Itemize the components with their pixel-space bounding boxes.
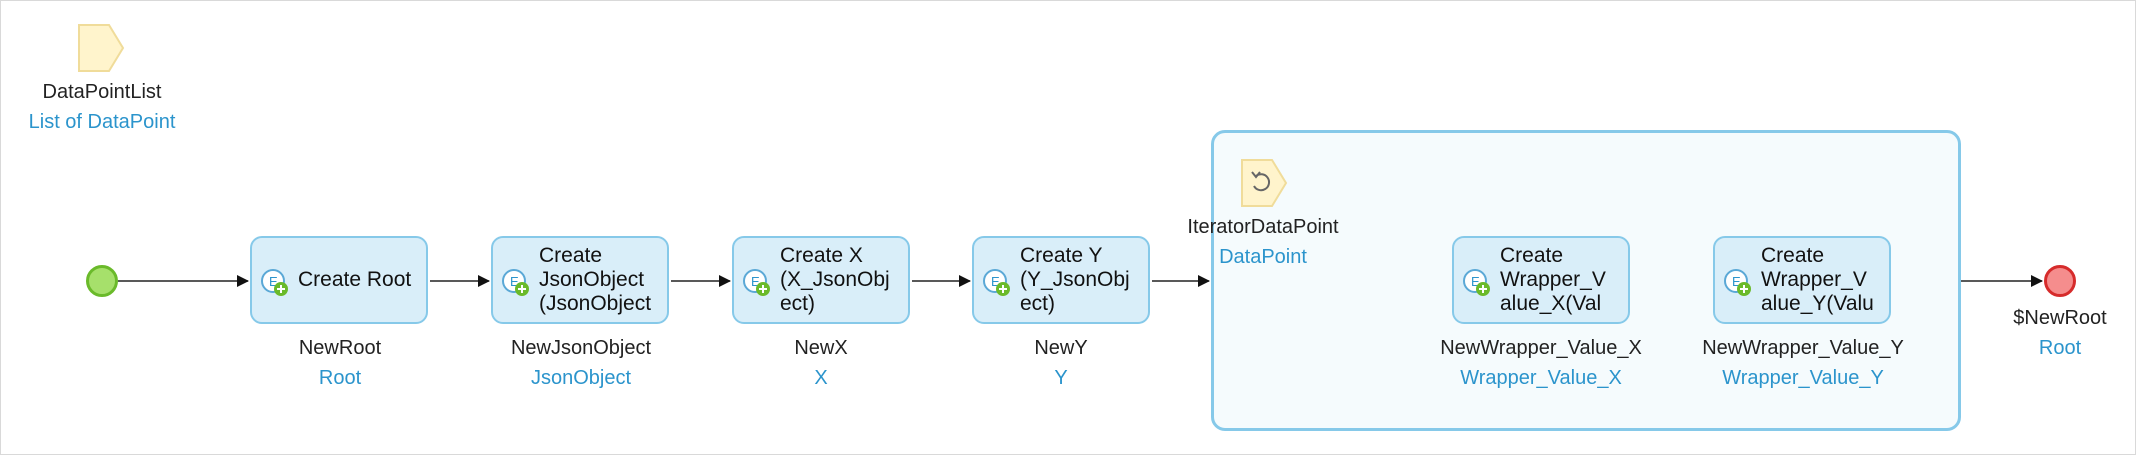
- create-object-icon: E: [1463, 269, 1490, 296]
- variable-type: X: [814, 367, 828, 389]
- activity-label: Create Root: [298, 268, 412, 291]
- variable-name: NewRoot: [298, 337, 382, 359]
- return-type: Root: [2038, 337, 2082, 359]
- variable-name: NewJsonObject: [510, 337, 652, 359]
- activity-create-x[interactable]: E Create X (X_JsonObj ect): [732, 236, 910, 324]
- create-object-icon: E: [743, 269, 770, 296]
- variable-name: NewWrapper_Value_Y: [1702, 337, 1904, 359]
- parameter-name: DataPointList: [42, 81, 162, 103]
- create-object-icon: E: [502, 269, 529, 296]
- create-object-icon: E: [1724, 269, 1751, 296]
- parameter-icon[interactable]: [77, 23, 125, 73]
- svg-text:E: E: [1471, 274, 1480, 289]
- variable-name: NewX: [794, 337, 848, 359]
- create-object-icon: E: [261, 269, 288, 296]
- variable-type: Root: [318, 367, 362, 389]
- iterator-type: DataPoint: [1219, 246, 1307, 268]
- activity-create-root[interactable]: E Create Root: [250, 236, 428, 324]
- svg-text:E: E: [510, 274, 519, 289]
- activity-label: Create Wrapper_V alue_X(Val: [1500, 244, 1606, 315]
- create-object-icon: E: [983, 269, 1010, 296]
- activity-label: Create Y (Y_JsonObj ect): [1020, 244, 1130, 315]
- activity-create-jsonobject[interactable]: E Create JsonObject (JsonObject: [491, 236, 669, 324]
- variable-type: Wrapper_Value_Y: [1722, 367, 1884, 389]
- svg-text:E: E: [269, 274, 278, 289]
- activity-create-wrapper-y[interactable]: E Create Wrapper_V alue_Y(Valu: [1713, 236, 1891, 324]
- activity-label: Create X (X_JsonObj ect): [780, 244, 890, 315]
- variable-type: Wrapper_Value_X: [1460, 367, 1622, 389]
- activity-label: Create Wrapper_V alue_Y(Valu: [1761, 244, 1874, 315]
- variable-name: NewWrapper_Value_X: [1440, 337, 1642, 359]
- activity-label: Create JsonObject (JsonObject: [539, 244, 652, 315]
- return-value: $NewRoot: [2013, 307, 2107, 329]
- variable-type: JsonObject: [530, 367, 632, 389]
- variable-type: Y: [1054, 367, 1068, 389]
- svg-text:E: E: [1732, 274, 1741, 289]
- loop-iterator-icon[interactable]: [1240, 158, 1288, 208]
- start-event[interactable]: [86, 265, 118, 297]
- activity-create-y[interactable]: E Create Y (Y_JsonObj ect): [972, 236, 1150, 324]
- variable-name: NewY: [1034, 337, 1088, 359]
- svg-text:E: E: [991, 274, 1000, 289]
- parameter-type: List of DataPoint: [28, 111, 176, 133]
- svg-text:E: E: [751, 274, 760, 289]
- iterator-name: IteratorDataPoint: [1187, 216, 1339, 238]
- end-event[interactable]: [2044, 265, 2076, 297]
- activity-create-wrapper-x[interactable]: E Create Wrapper_V alue_X(Val: [1452, 236, 1630, 324]
